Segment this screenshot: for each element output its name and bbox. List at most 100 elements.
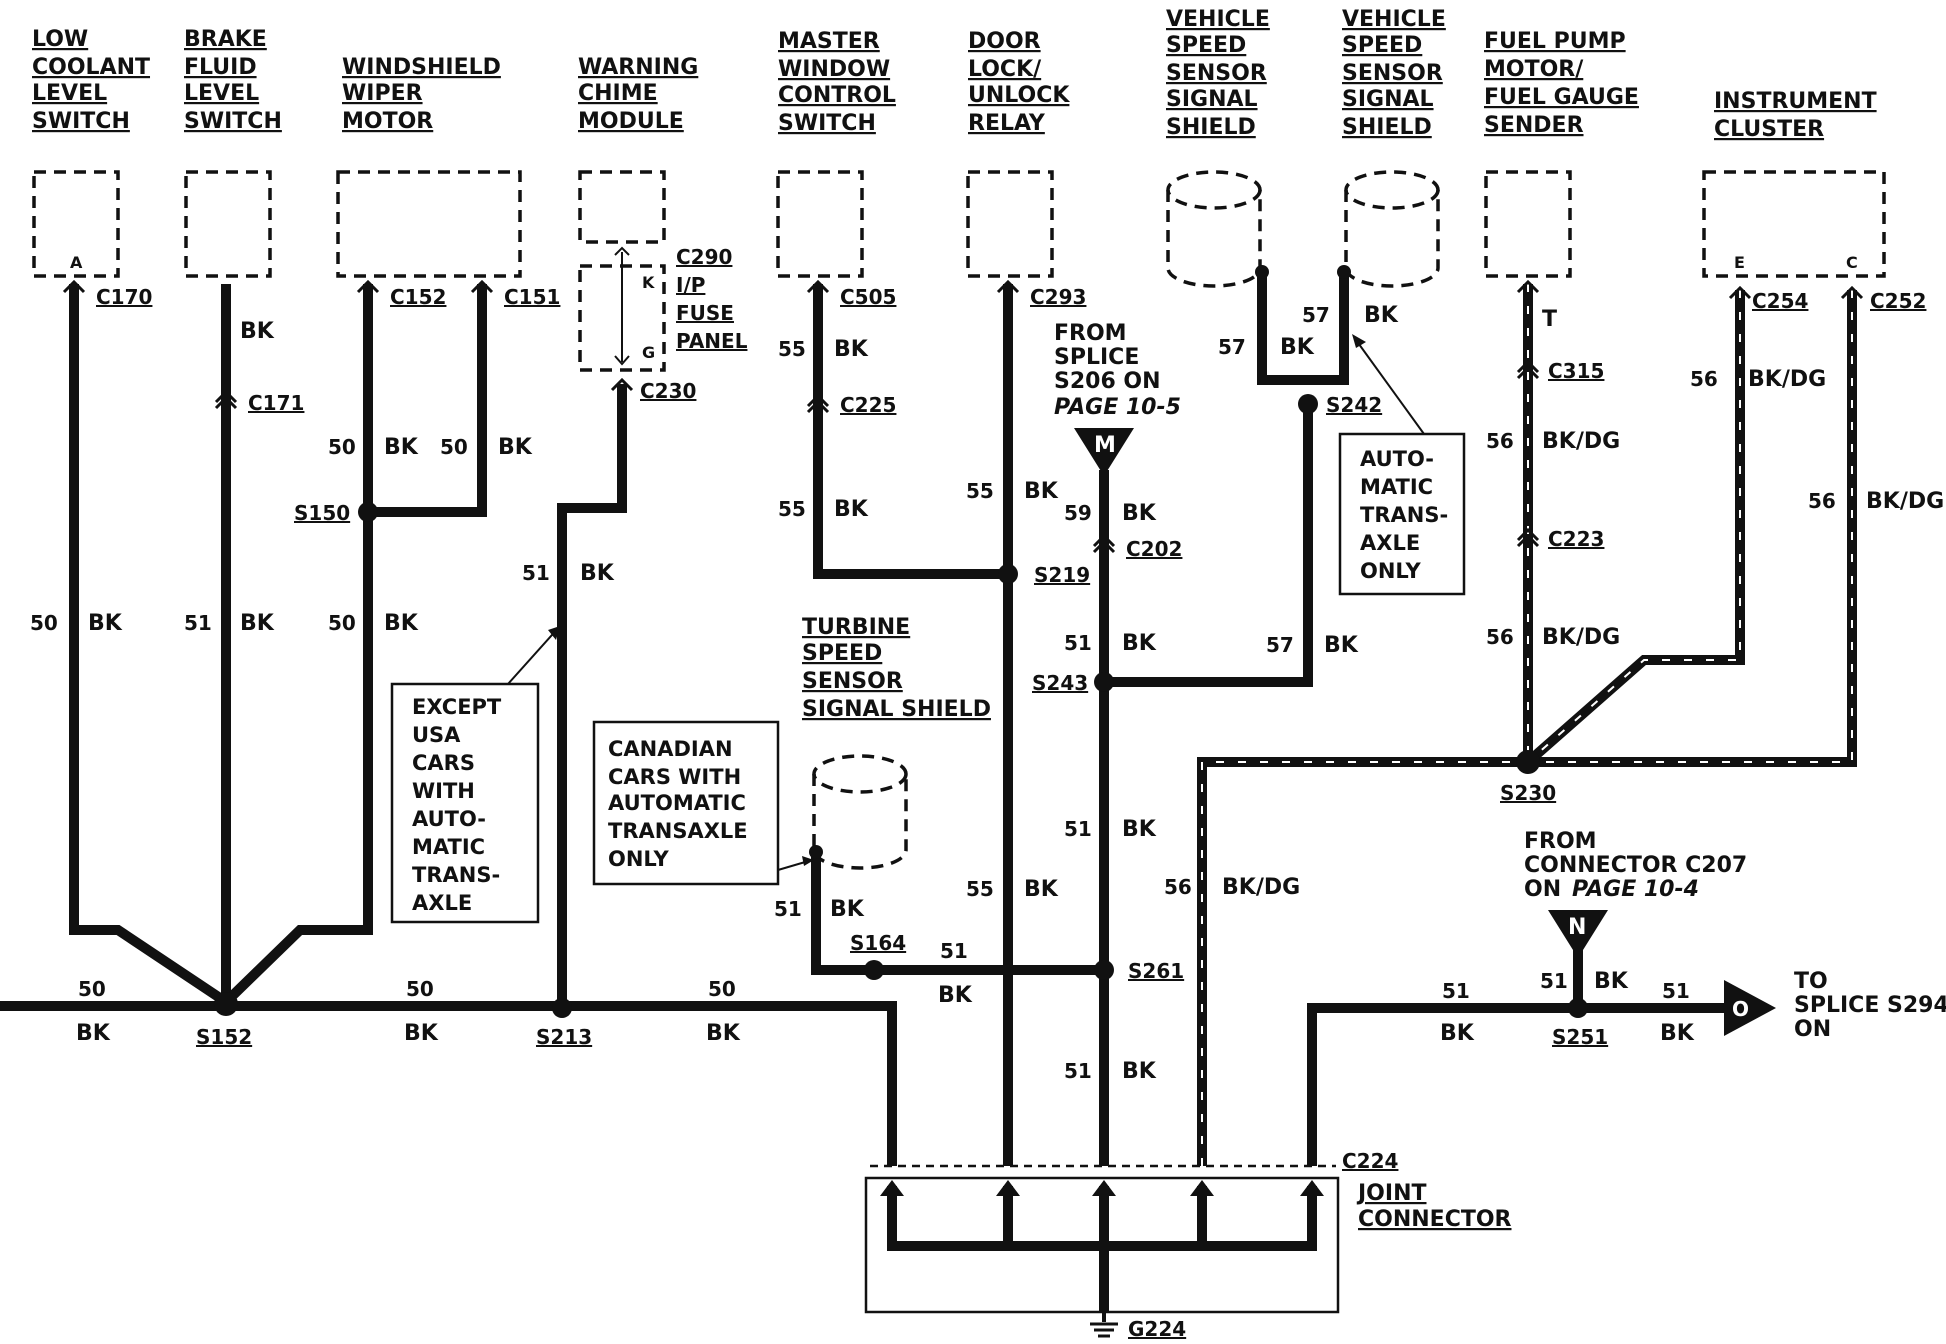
svg-text:SHIELD: SHIELD xyxy=(1166,115,1256,140)
svg-text:51: 51 xyxy=(1064,1059,1092,1083)
master-window-control-switch-label: MASTER WINDOW CONTROL SWITCH xyxy=(778,29,896,136)
to-splice-s294-reference: TO SPLICE S294 ON xyxy=(1794,969,1946,1042)
svg-text:BK: BK xyxy=(384,435,419,460)
wire-51-turbine xyxy=(811,852,1104,975)
svg-text:FLUID: FLUID xyxy=(184,55,257,80)
svg-text:SPLICE: SPLICE xyxy=(1054,345,1139,370)
svg-text:BK: BK xyxy=(1594,969,1629,994)
svg-text:WARNING: WARNING xyxy=(578,55,698,80)
svg-text:ONLY: ONLY xyxy=(608,847,670,871)
svg-text:RELAY: RELAY xyxy=(968,111,1046,136)
svg-text:BK: BK xyxy=(1280,335,1315,360)
svg-text:SENSOR: SENSOR xyxy=(1166,61,1267,86)
svg-text:C223: C223 xyxy=(1548,527,1604,551)
svg-text:LOW: LOW xyxy=(32,27,88,52)
svg-text:MATIC: MATIC xyxy=(1360,475,1433,499)
wire-51-fuse-panel xyxy=(557,384,627,1010)
turbine-shield-cylinder xyxy=(812,754,908,870)
pin-k-label: K xyxy=(642,273,655,292)
svg-text:C224: C224 xyxy=(1342,1149,1398,1173)
svg-text:56: 56 xyxy=(1486,429,1514,453)
svg-text:BK/DG: BK/DG xyxy=(1748,367,1826,392)
svg-text:C202: C202 xyxy=(1126,537,1182,561)
svg-text:BRAKE: BRAKE xyxy=(184,27,267,52)
door-relay-box xyxy=(966,170,1054,278)
svg-text:S152: S152 xyxy=(196,1025,252,1049)
svg-text:LOCK/: LOCK/ xyxy=(968,57,1042,82)
svg-text:S251: S251 xyxy=(1552,1025,1608,1049)
brake-fluid-switch-box xyxy=(184,170,272,278)
svg-text:C151: C151 xyxy=(504,285,560,309)
svg-text:50: 50 xyxy=(30,611,58,635)
svg-text:SIGNAL: SIGNAL xyxy=(1166,87,1258,112)
wiper-motor-box xyxy=(336,170,522,278)
svg-text:BK: BK xyxy=(834,337,869,362)
svg-text:BK: BK xyxy=(834,497,869,522)
svg-text:CARS WITH: CARS WITH xyxy=(608,765,741,789)
svg-text:55: 55 xyxy=(778,337,806,361)
svg-text:CONNECTOR C207: CONNECTOR C207 xyxy=(1524,853,1747,878)
svg-text:BK: BK xyxy=(498,435,533,460)
svg-text:AUTOMATIC: AUTOMATIC xyxy=(608,791,746,815)
fuse-panel-jumper-arrows xyxy=(614,246,630,366)
svg-text:BK: BK xyxy=(706,1021,741,1046)
connector-labels: C170 C171 C152 C151 C230 C505 C225 C293 … xyxy=(96,285,1926,1173)
svg-text:C225: C225 xyxy=(840,393,896,417)
svg-text:COOLANT: COOLANT xyxy=(32,55,150,80)
svg-text:MOTOR/: MOTOR/ xyxy=(1484,57,1584,82)
svg-text:51: 51 xyxy=(1064,817,1092,841)
svg-text:51: 51 xyxy=(522,561,550,585)
svg-text:S164: S164 xyxy=(850,931,906,955)
marker-o-arrow: O xyxy=(1724,980,1776,1036)
from-splice-s206-reference: FROM SPLICE S206 ON PAGE 10-5 xyxy=(1054,321,1181,420)
svg-text:56: 56 xyxy=(1486,625,1514,649)
svg-text:55: 55 xyxy=(966,479,994,503)
svg-text:S261: S261 xyxy=(1128,959,1184,983)
svg-text:LEVEL: LEVEL xyxy=(32,81,107,106)
svg-text:S243: S243 xyxy=(1032,671,1088,695)
svg-text:JOINT: JOINT xyxy=(1356,1181,1427,1206)
wire-50-wiper-c152 xyxy=(222,284,373,1006)
svg-text:59: 59 xyxy=(1064,501,1092,525)
svg-text:AXLE: AXLE xyxy=(1360,531,1420,555)
marker-m: M xyxy=(1074,428,1134,476)
pin-c-label: C xyxy=(1846,253,1858,272)
svg-text:MASTER: MASTER xyxy=(778,29,880,54)
joint-connector-label: JOINT CONNECTOR xyxy=(1356,1181,1512,1232)
svg-text:SENDER: SENDER xyxy=(1484,113,1584,138)
circuit-labels: 50 BK BK 51 BK 50 BK 50 BK 50 BK 51 BK 5… xyxy=(30,303,1944,1084)
svg-text:50: 50 xyxy=(328,611,356,635)
svg-text:UNLOCK: UNLOCK xyxy=(968,83,1070,108)
svg-text:PANEL: PANEL xyxy=(676,329,748,353)
svg-text:51: 51 xyxy=(774,897,802,921)
svg-text:51: 51 xyxy=(940,939,968,963)
svg-text:BK: BK xyxy=(88,611,123,636)
svg-text:SPEED: SPEED xyxy=(1342,33,1422,58)
svg-text:C290: C290 xyxy=(676,245,732,269)
svg-text:CARS: CARS xyxy=(412,751,475,775)
pin-g-label: G xyxy=(642,343,655,362)
svg-text:PAGE 10-4: PAGE 10-4 xyxy=(1572,877,1699,902)
svg-text:DOOR: DOOR xyxy=(968,29,1041,54)
vehicle-speed-sensor-signal-shield-2-label: VEHICLE SPEED SENSOR SIGNAL SHIELD xyxy=(1342,7,1446,140)
svg-text:MOTOR: MOTOR xyxy=(342,109,433,134)
warning-chime-module-label: WARNING CHIME MODULE xyxy=(578,55,698,134)
svg-text:56: 56 xyxy=(1690,367,1718,391)
svg-text:BK/DG: BK/DG xyxy=(1542,625,1620,650)
svg-text:50: 50 xyxy=(78,977,106,1001)
svg-text:SWITCH: SWITCH xyxy=(778,111,876,136)
svg-text:55: 55 xyxy=(778,497,806,521)
svg-text:BK: BK xyxy=(76,1021,111,1046)
svg-text:SIGNAL SHIELD: SIGNAL SHIELD xyxy=(802,697,991,722)
svg-text:EXCEPT: EXCEPT xyxy=(412,695,502,719)
note-canadian: CANADIAN CARS WITH AUTOMATIC TRANSAXLE O… xyxy=(592,720,814,886)
svg-text:ON: ON xyxy=(1794,1017,1831,1042)
joint-connector-c224 xyxy=(864,1164,1340,1314)
fuel-pump-motor-fuel-gauge-sender-label: FUEL PUMP MOTOR/ FUEL GAUGE SENDER xyxy=(1484,29,1639,138)
svg-text:MATIC: MATIC xyxy=(412,835,485,859)
svg-text:C254: C254 xyxy=(1752,289,1808,313)
svg-text:WINDOW: WINDOW xyxy=(778,57,890,82)
svg-text:C170: C170 xyxy=(96,285,152,309)
svg-text:SHIELD: SHIELD xyxy=(1342,115,1432,140)
